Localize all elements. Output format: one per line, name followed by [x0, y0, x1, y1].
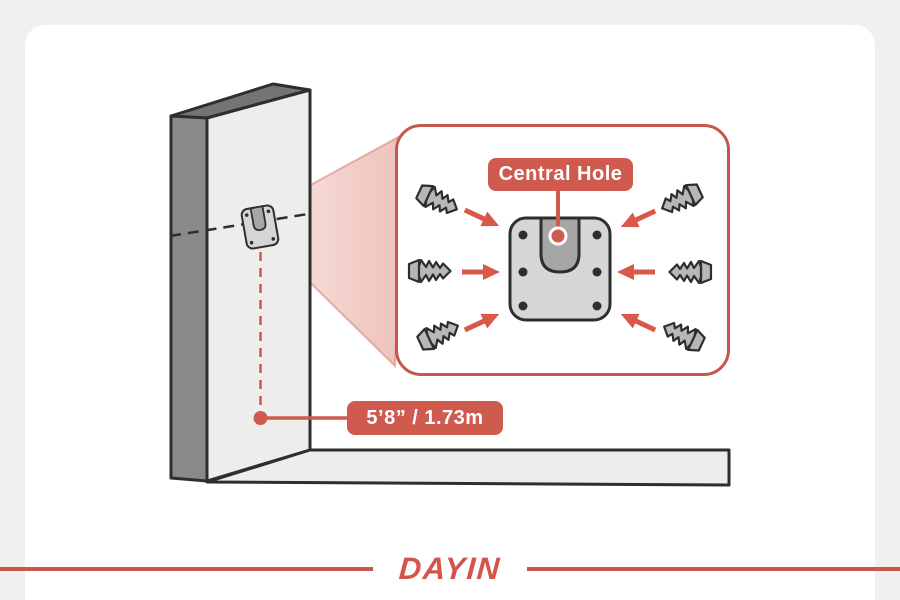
plate-hole — [592, 267, 602, 277]
plate-slot — [249, 205, 267, 232]
footer: DAYIN — [0, 551, 900, 586]
wall-side-face — [169, 114, 209, 483]
plate-hole — [592, 230, 602, 240]
plate-hole — [518, 230, 528, 240]
screw-icon — [668, 259, 713, 285]
plate-hole — [518, 267, 528, 277]
level-dashed-line — [169, 212, 309, 238]
callout-illustration — [407, 179, 713, 356]
floor-illustration — [205, 448, 731, 487]
screw-icon — [656, 179, 706, 220]
plate-hole — [271, 237, 276, 241]
arrow-icon — [461, 203, 502, 234]
footer-divider-right — [526, 567, 900, 571]
screw-icon — [413, 180, 463, 221]
screw-icon — [407, 258, 452, 284]
plate-hole — [266, 209, 271, 214]
brand-logo: DAYIN — [397, 551, 503, 586]
arrow-icon — [617, 307, 658, 338]
central-hole-pointer-dot — [548, 226, 568, 246]
plate-hole — [592, 301, 602, 311]
arrow-icon — [617, 204, 658, 235]
arrow-icon — [462, 264, 500, 280]
screw-icon — [658, 315, 708, 356]
wall-mounting-plate — [240, 204, 280, 250]
central-hole-label: Central Hole — [488, 158, 633, 191]
plate-hole — [244, 213, 249, 217]
height-label: 5’8” / 1.73m — [347, 401, 503, 435]
arrow-icon — [461, 307, 502, 338]
arrow-icon — [617, 264, 655, 280]
wall-illustration — [169, 82, 312, 483]
plate-hole — [249, 240, 254, 245]
footer-divider-left — [0, 567, 374, 571]
height-marker-dot — [253, 411, 268, 425]
zoom-callout: Central Hole — [395, 124, 730, 376]
screw-icon — [414, 314, 464, 355]
plate-hole — [518, 301, 528, 311]
